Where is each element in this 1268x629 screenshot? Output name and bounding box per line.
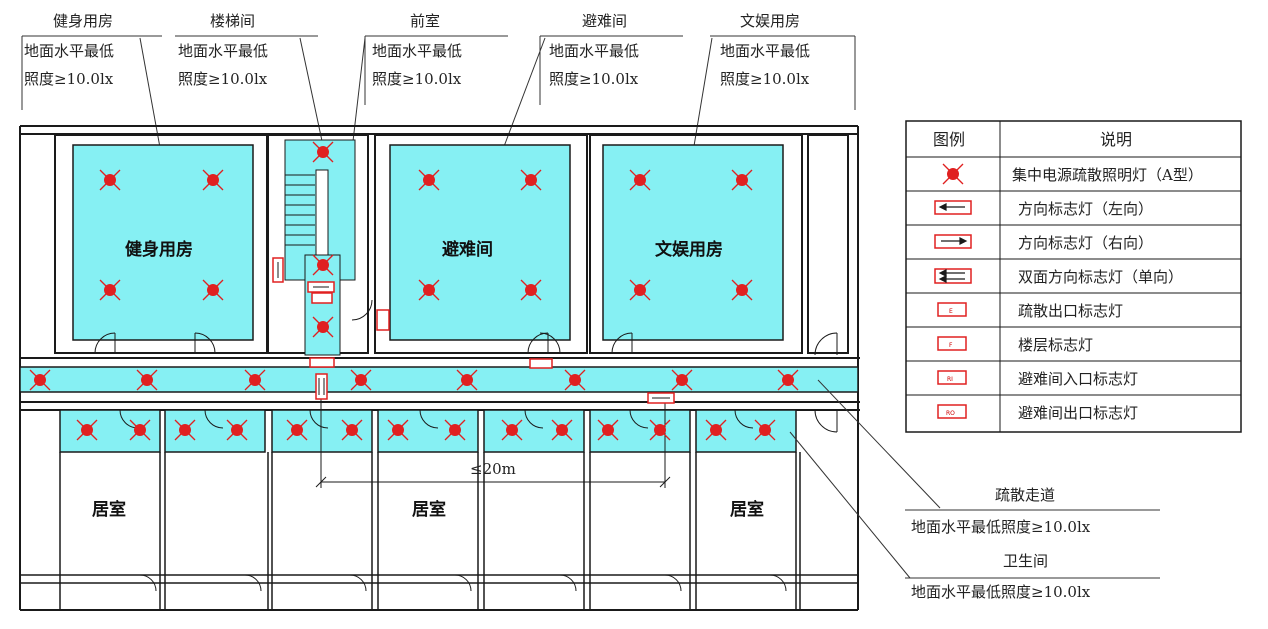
callout-stair: 楼梯间 地面水平最低 照度≥10.0lx <box>175 12 326 156</box>
callout-fitness: 健身用房 地面水平最低 照度≥10.0lx <box>21 12 166 176</box>
callout-title: 疏散走道 <box>995 486 1055 504</box>
callout-refuge: 避难间 地面水平最低 照度≥10.0lx <box>496 12 683 166</box>
exit-sign-icon <box>309 357 335 368</box>
callout-corridor: 疏散走道 地面水平最低照度≥10.0lx <box>817 379 1160 536</box>
room-fitness <box>72 144 254 341</box>
room-recreation <box>602 144 784 341</box>
legend-row-text: 楼层标志灯 <box>1018 336 1093 354</box>
callout-line2: 照度≥10.0lx <box>178 70 268 88</box>
callout-bathroom: 卫生间 地面水平最低照度≥10.0lx <box>789 431 1160 601</box>
callout-title: 避难间 <box>582 12 627 30</box>
dimension-label: ≤20m <box>470 460 516 478</box>
room-label-bedroom: 居室 <box>92 499 126 520</box>
refuge-exit-label: RO <box>946 410 955 417</box>
callout-line2: 照度≥10.0lx <box>24 70 114 88</box>
room-label-recreation: 文娱用房 <box>655 239 723 260</box>
legend-header-description: 说明 <box>1100 130 1132 149</box>
bathrooms <box>59 409 801 610</box>
refuge-entry-label: RI <box>947 376 953 383</box>
callout-text: 地面水平最低照度≥10.0lx <box>911 583 1091 601</box>
refuge-exit-sign-icon <box>937 404 967 419</box>
callout-line1: 地面水平最低 <box>720 42 810 60</box>
corridor <box>19 366 859 393</box>
upper-rooms <box>54 134 849 433</box>
refuge-entry-sign-icon <box>529 358 553 369</box>
callout-line1: 地面水平最低 <box>178 42 268 60</box>
callout-title: 健身用房 <box>53 12 113 30</box>
room-refuge <box>389 144 571 341</box>
legend-row-text: 集中电源疏散照明灯（A型） <box>1012 166 1203 184</box>
room-label-bedroom: 居室 <box>730 499 764 520</box>
legend-row-text: 方向标志灯（右向） <box>1018 234 1153 252</box>
legend-row-text: 双面方向标志灯（单向） <box>1018 268 1183 286</box>
callout-line1: 地面水平最低 <box>372 42 462 60</box>
dimension-line <box>315 392 671 488</box>
callout-line2: 照度≥10.0lx <box>549 70 639 88</box>
refuge-exit-sign-icon <box>376 309 390 331</box>
floor-sign-label: F <box>949 342 953 349</box>
room-label-bedroom: 居室 <box>412 499 446 520</box>
callout-title: 楼梯间 <box>210 12 255 30</box>
callout-text: 地面水平最低照度≥10.0lx <box>911 518 1091 536</box>
exit-sign-label: E <box>949 308 953 315</box>
legend-table: 图例 说明 E F RI RO 集中电源疏散照明灯（A型） 方向标志灯（左向） … <box>905 120 1242 433</box>
callout-line2: 照度≥10.0lx <box>720 70 810 88</box>
callout-title: 前室 <box>410 12 440 30</box>
legend-row-text: 疏散出口标志灯 <box>1018 302 1123 320</box>
room-label-fitness: 健身用房 <box>125 239 193 260</box>
legend-header-symbol: 图例 <box>933 130 965 149</box>
legend-row-text: 避难间入口标志灯 <box>1018 370 1138 388</box>
floor-sign-icon <box>937 336 967 351</box>
callout-line1: 地面水平最低 <box>549 42 639 60</box>
floor-sign-icon <box>311 292 333 304</box>
exit-sign-icon <box>937 302 967 317</box>
legend-row-text: 避难间出口标志灯 <box>1018 404 1138 422</box>
callout-line2: 照度≥10.0lx <box>372 70 462 88</box>
refuge-entry-sign-icon <box>937 370 967 385</box>
double-arrow-sign-icon <box>934 268 972 284</box>
plan-sign-arrows <box>277 262 670 399</box>
callout-line1: 地面水平最低 <box>24 42 114 60</box>
callout-title: 文娱用房 <box>740 12 800 30</box>
double-direction-sign-icon <box>315 373 328 400</box>
legend-row-text: 方向标志灯（左向） <box>1018 200 1153 218</box>
callout-title: 卫生间 <box>1003 552 1048 570</box>
room-label-refuge: 避难间 <box>442 239 493 260</box>
